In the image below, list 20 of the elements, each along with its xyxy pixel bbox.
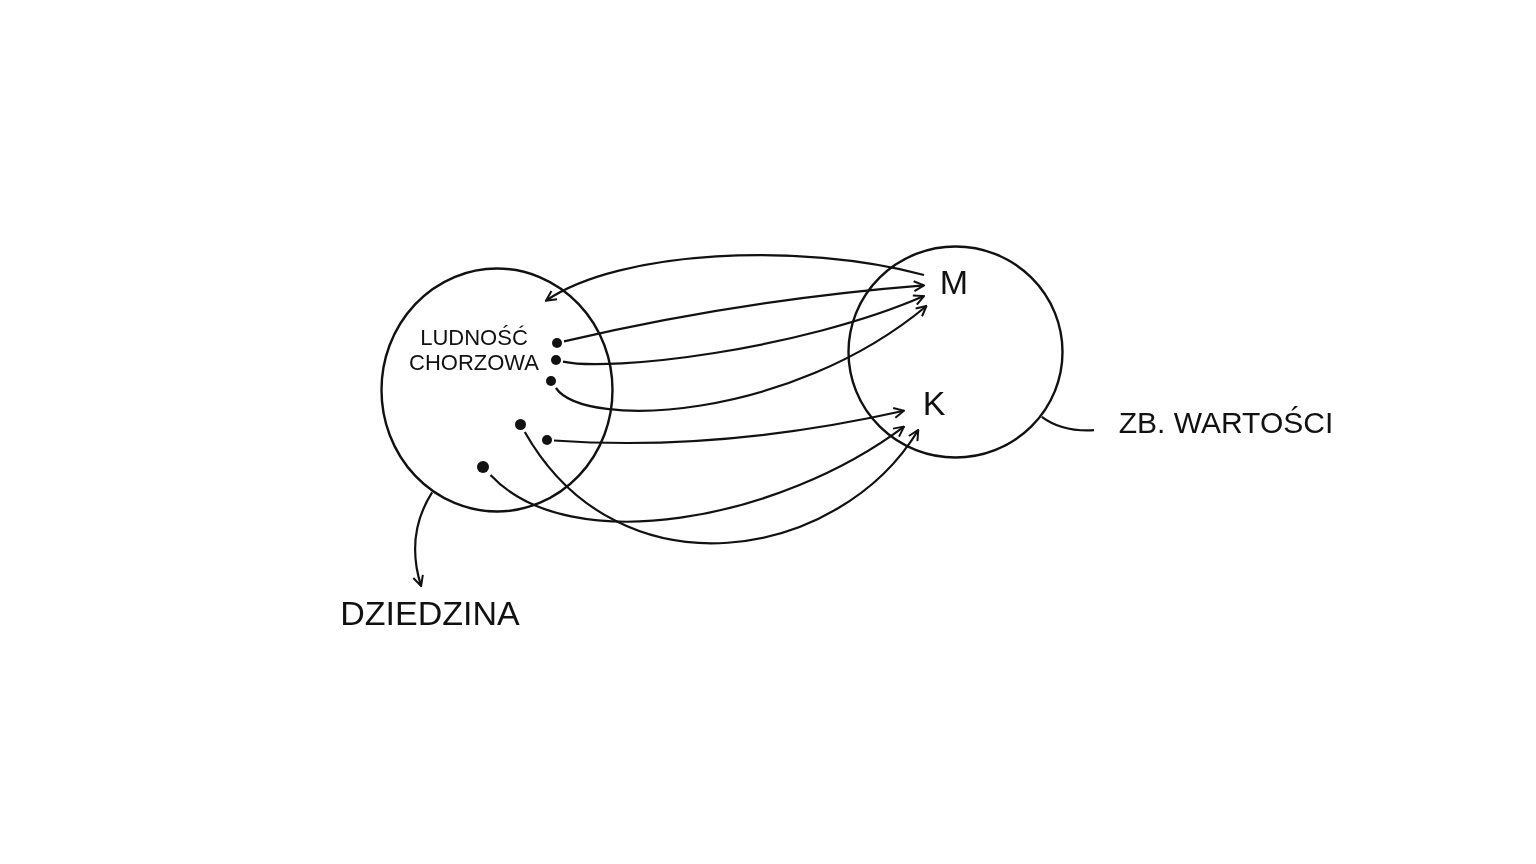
set-label: ZB. WARTOŚCI xyxy=(1096,398,1356,448)
arrow xyxy=(523,429,920,544)
value-label: K xyxy=(906,380,962,428)
element-dot xyxy=(477,461,489,473)
element-dot xyxy=(546,376,556,386)
arrow xyxy=(553,406,905,445)
set-label: DZIEDZINA xyxy=(312,588,548,640)
element-dot xyxy=(515,419,526,430)
element-dot xyxy=(542,435,552,445)
arrow xyxy=(545,254,925,302)
arrow xyxy=(563,280,925,343)
set-label: LUDNOŚĆ CHORZOWA xyxy=(404,300,544,400)
element-dot xyxy=(552,338,562,348)
arrow xyxy=(489,425,905,523)
element-dot xyxy=(551,355,561,365)
value-label: M xyxy=(926,262,982,304)
leader-line xyxy=(1041,415,1095,432)
arrow xyxy=(555,305,928,412)
arrow xyxy=(562,294,925,366)
leader-line xyxy=(412,491,434,587)
